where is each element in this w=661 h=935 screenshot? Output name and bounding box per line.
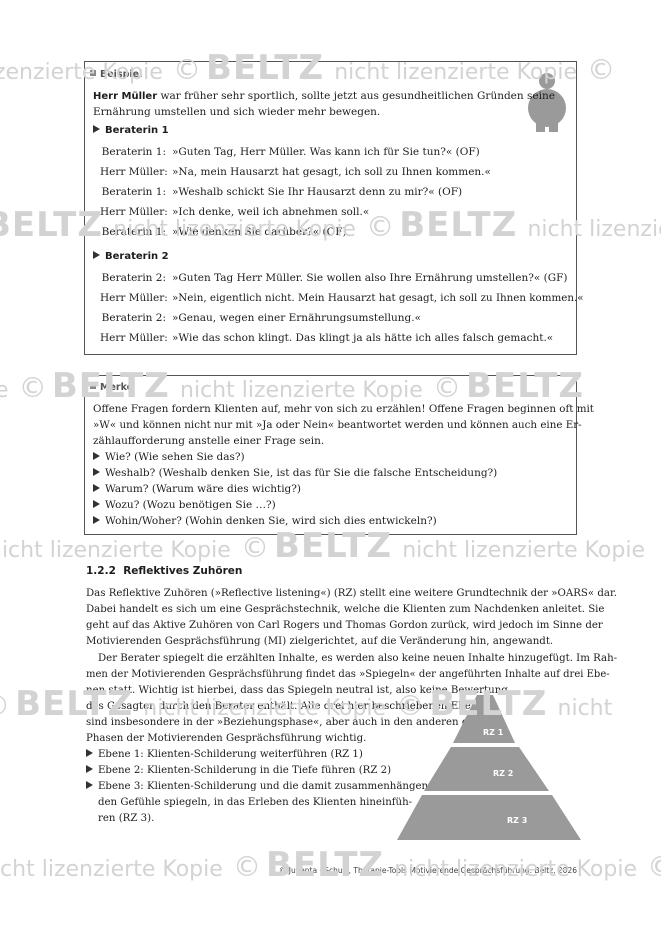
note-bullet: Wohin/Woher? (Wohin denken Sie, wird sic… <box>93 513 437 529</box>
footer-copyright: © Juventa · Schulz, Therapie-Tools Motiv… <box>278 866 577 875</box>
level-bullet-cont: ren (RZ 3). <box>98 813 155 824</box>
dialog-speaker: Herr Müller: <box>100 292 168 304</box>
dialog-speaker: Beraterin 2: <box>101 272 166 284</box>
square-icon <box>90 383 96 389</box>
example-box <box>84 61 577 355</box>
pyramid-level-1 <box>453 695 515 743</box>
note-bullet: Warum? (Warum wäre dies wichtig?) <box>93 481 301 497</box>
dialog-speaker: Beraterin 1: <box>101 226 166 238</box>
body-line: nen statt. Wichtig ist hierbei, dass das… <box>86 685 508 696</box>
body-line: geht auf das Aktive Zuhören von Carl Rog… <box>86 620 603 631</box>
dialog-line: »Wie denken Sie darüber?« (OF) <box>172 226 347 238</box>
note-bullet: Wie? (Wie sehen Sie das?) <box>93 449 245 465</box>
body-line: sind insbesondere in der »Beziehungsphas… <box>86 717 483 728</box>
section-heading: 1.2.2 Reflektives Zuhören <box>86 565 243 577</box>
dialog-line: »Na, mein Hausarzt hat gesagt, ich soll … <box>172 166 491 178</box>
triangle-bullet-icon <box>93 452 100 460</box>
dialog-speaker: Beraterin 2: <box>101 312 166 324</box>
watermark: nicht lizenzierte Kopie © BELTZ nicht li… <box>0 845 661 885</box>
dialog-speaker: Herr Müller: <box>100 166 168 178</box>
body-line: Dabei handelt es sich um eine Gesprächst… <box>86 604 605 615</box>
body-line: Das Reflektive Zuhören (»Reflective list… <box>86 588 617 599</box>
level-bullet: Ebene 2: Klienten-Schilderung in die Tie… <box>86 763 391 779</box>
square-icon <box>90 70 96 76</box>
dialog-line: »Guten Tag Herr Müller. Sie wollen also … <box>172 272 568 284</box>
level-bullet-cont: den Gefühle spiegeln, in das Erleben des… <box>98 797 413 808</box>
body-line: Phasen der Motivierenden Gesprächsführun… <box>86 733 367 744</box>
note-bullet: Weshalb? (Weshalb denken Sie, ist das fü… <box>93 465 497 481</box>
dialog-line: »Ich denke, weil ich abnehmen soll.« <box>172 206 370 218</box>
dialog-line: »Weshalb schickt Sie Ihr Hausarzt denn z… <box>172 186 463 198</box>
triangle-bullet-icon <box>86 749 93 757</box>
note-line: Offene Fragen fordern Klienten auf, mehr… <box>93 403 594 415</box>
triangle-bullet-icon <box>86 765 93 773</box>
section-beraterin1: Beraterin 1 <box>93 125 169 136</box>
pyramid-label-3: RZ 3 <box>507 816 527 825</box>
dialog-line: »Nein, eigentlich nicht. Mein Hausarzt h… <box>172 292 584 304</box>
dialog-speaker: Herr Müller: <box>100 206 168 218</box>
note-line: zählaufforderung anstelle einer Frage se… <box>93 435 325 447</box>
person-icon <box>523 72 571 132</box>
dialog-speaker: Herr Müller: <box>100 332 168 344</box>
triangle-bullet-icon <box>93 251 100 259</box>
level-bullet: Ebene 1: Klienten-Schilderung weiterführ… <box>86 747 363 763</box>
pyramid-label-2: RZ 2 <box>493 769 513 778</box>
body-line: Motivierenden Gesprächsführung (MI) ziel… <box>86 636 554 647</box>
example-intro-line1: Herr Müller war früher sehr sportlich, s… <box>93 90 555 102</box>
note-box <box>84 375 577 535</box>
dialog-line: »Wie das schon klingt. Das klingt ja als… <box>172 332 554 344</box>
dialog-speaker: Beraterin 1: <box>101 146 166 158</box>
triangle-bullet-icon <box>93 500 100 508</box>
body-line: Der Berater spiegelt die erzählten Inhal… <box>98 653 618 664</box>
triangle-bullet-icon <box>93 484 100 492</box>
section-beraterin2: Beraterin 2 <box>93 251 169 262</box>
example-heading: Beispiel <box>90 69 142 80</box>
pyramid-diagram: RZ 1 RZ 2 RZ 3 <box>397 695 581 840</box>
dialog-line: »Genau, wegen einer Ernährungsumstellung… <box>172 312 422 324</box>
triangle-bullet-icon <box>86 781 93 789</box>
triangle-bullet-icon <box>93 516 100 524</box>
dialog-line: »Guten Tag, Herr Müller. Was kann ich fü… <box>172 146 480 158</box>
pyramid-label-1: RZ 1 <box>483 728 504 737</box>
triangle-bullet-icon <box>93 468 100 476</box>
triangle-bullet-icon <box>93 125 100 133</box>
pyramid-level-3 <box>397 795 581 840</box>
note-heading: Merke <box>90 382 133 393</box>
body-line: men der Motivierenden Gesprächsführung f… <box>86 669 610 680</box>
note-bullet: Wozu? (Wozu benötigen Sie …?) <box>93 497 276 513</box>
level-bullet: Ebene 3: Klienten-Schilderung und die da… <box>86 779 432 795</box>
dialog-speaker: Beraterin 1: <box>101 186 166 198</box>
example-intro-line2: Ernährung umstellen und sich wieder mehr… <box>93 106 381 118</box>
note-line: »W« und können nicht nur mit »Ja oder Ne… <box>93 419 582 431</box>
body-line: des Gesagten durch den Berater enthält. … <box>86 701 490 712</box>
pyramid-level-2 <box>424 747 549 791</box>
